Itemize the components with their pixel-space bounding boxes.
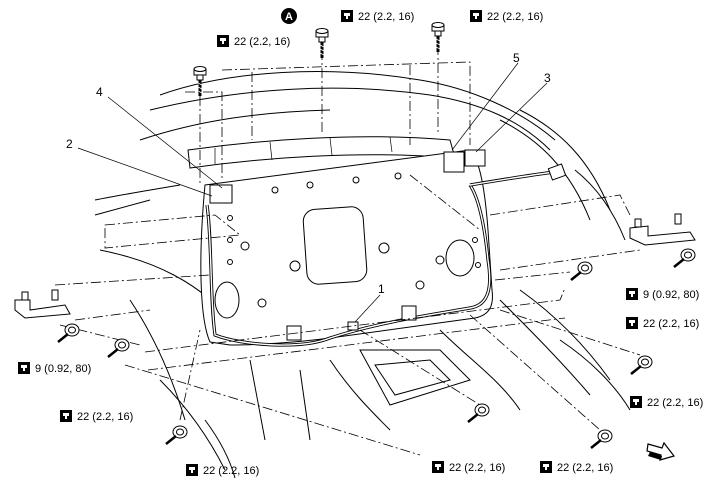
torque-value: 22 (2.2, 16) [557,462,613,474]
torque-label-3: 22 (2.2, 16) [217,35,290,48]
callout-3: 3 [544,71,551,85]
marker-a-label: A [285,11,293,23]
callout-5: 5 [513,51,520,65]
torque-wrench-icon [470,10,482,22]
torque-wrench-icon [60,410,72,422]
torque-wrench-icon [626,288,638,300]
callout-2: 2 [66,137,73,151]
torque-label-8: 22 (2.2, 16) [60,410,133,423]
bolt-top-3 [192,65,208,98]
torque-value: 22 (2.2, 16) [203,465,259,477]
alignment-lines [54,45,641,456]
bolt-bottom-center [466,402,491,424]
torque-value: 9 (0.92, 80) [35,363,91,375]
torque-value: 22 (2.2, 16) [449,462,505,474]
torque-label-9: 22 (2.2, 16) [186,464,259,477]
front-arrow-icon [646,441,676,461]
marker-a: A [281,8,297,24]
rear-panel [200,149,493,346]
bolt-left-2 [106,337,131,359]
bolt-bottom-left [164,424,189,446]
torque-wrench-icon [217,35,229,47]
bolt-top-2 [430,21,446,54]
torque-label-6: 22 (2.2, 16) [630,396,703,409]
bolt-left-1 [56,322,81,344]
callout-leaders [77,62,548,323]
torque-wrench-icon [18,362,30,374]
torque-value: 22 (2.2, 16) [643,318,699,330]
torque-value: 22 (2.2, 16) [77,411,133,423]
torque-label-10: 22 (2.2, 16) [432,461,505,474]
brackets [14,149,696,319]
torque-value: 22 (2.2, 16) [647,397,703,409]
bolt-right-3 [629,354,654,376]
torque-label-1: 22 (2.2, 16) [341,10,414,23]
vehicle-body-outline [94,71,631,479]
callout-1: 1 [378,282,385,296]
torque-label-11: 22 (2.2, 16) [540,461,613,474]
callout-4: 4 [96,85,103,99]
torque-label-7: 9 (0.92, 80) [18,362,91,375]
torque-wrench-icon [341,10,353,22]
torque-value: 22 (2.2, 16) [358,11,414,23]
torque-value: 22 (2.2, 16) [234,36,290,48]
bolt-right-1 [569,260,594,282]
side-bracket-left [14,289,71,319]
torque-wrench-icon [626,317,638,329]
torque-wrench-icon [540,461,552,473]
bolt-right-2 [672,247,697,269]
harness [205,163,567,347]
torque-wrench-icon [432,461,444,473]
bolt-bottom-right [589,428,614,450]
torque-label-5: 22 (2.2, 16) [626,317,699,330]
torque-wrench-icon [630,396,642,408]
torque-label-4: 9 (0.92, 80) [626,288,699,301]
torque-label-2: 22 (2.2, 16) [470,10,543,23]
torque-value: 9 (0.92, 80) [643,289,699,301]
side-bracket-right [629,213,696,246]
torque-wrench-icon [186,464,198,476]
torque-value: 22 (2.2, 16) [487,11,543,23]
bolt-top-1 [314,27,330,60]
